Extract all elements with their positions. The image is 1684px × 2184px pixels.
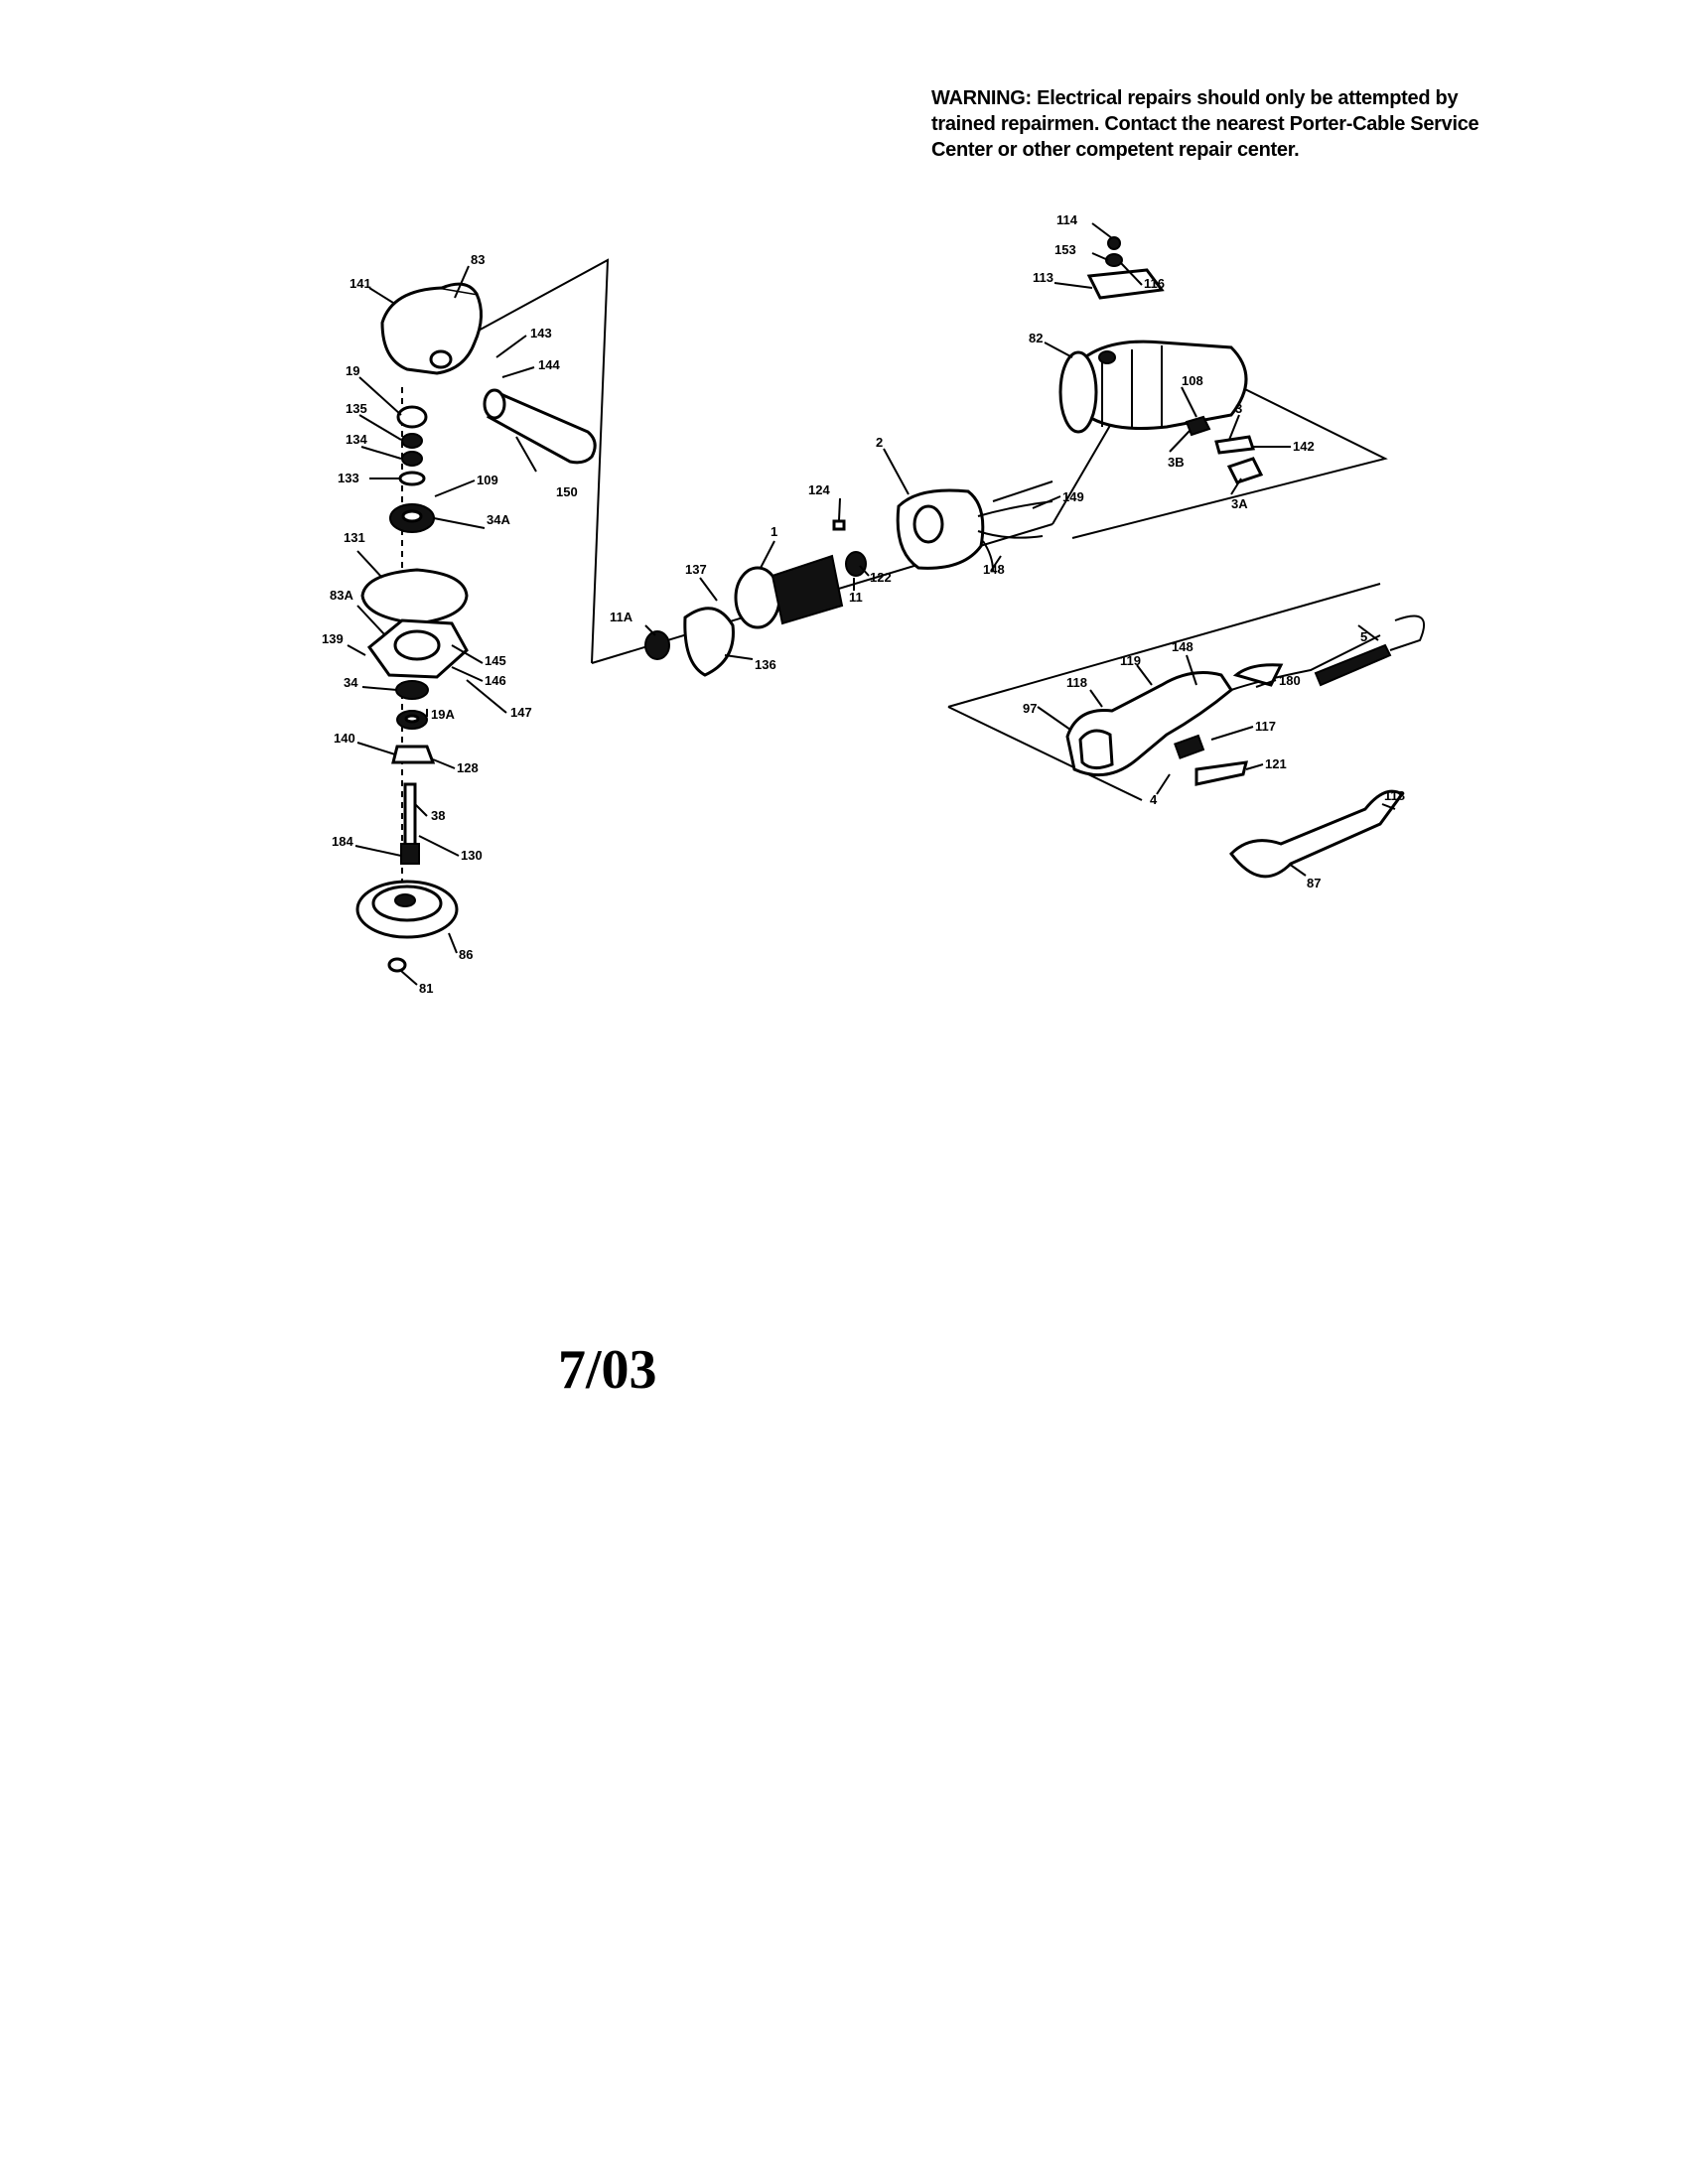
label-130: 130 [461,848,483,863]
label-180: 180 [1279,673,1301,688]
warning-text: WARNING: Electrical repairs should only … [931,87,1479,161]
label-19A: 19A [431,707,455,722]
brush-holder [1086,236,1264,484]
label-119: 119 [1120,653,1141,668]
label-133: 133 [338,471,359,485]
label-136: 136 [755,657,776,672]
label-82: 82 [1029,331,1043,345]
label-87: 87 [1307,876,1321,890]
label-11A: 11A [610,610,633,624]
label-11: 11 [849,590,863,605]
label-108: 108 [1182,373,1203,388]
label-83A: 83A [330,588,353,603]
label-118-screw: 118 [1384,788,1405,803]
label-153: 153 [1054,242,1076,257]
label-150: 150 [556,484,578,499]
label-86: 86 [459,947,473,962]
label-34A: 34A [487,512,510,527]
label-184: 184 [332,834,353,849]
gear-housing [380,282,483,375]
leader-lines [347,222,1396,986]
spindle-stack [355,405,469,973]
label-3: 3 [1235,401,1242,416]
label-134: 134 [346,432,367,447]
label-1: 1 [771,524,777,539]
label-117: 117 [1255,719,1276,734]
label-142: 142 [1293,439,1315,454]
label-19: 19 [346,363,359,378]
label-145: 145 [485,653,506,668]
motor-housing [1058,340,1248,434]
label-128: 128 [457,760,479,775]
label-109: 109 [477,473,498,487]
label-122: 122 [870,570,892,585]
label-146: 146 [485,673,506,688]
label-124: 124 [808,482,830,497]
label-148: 148 [983,562,1005,577]
label-140: 140 [334,731,355,746]
label-3A: 3A [1231,496,1248,511]
label-113: 113 [1033,270,1053,285]
label-83: 83 [471,252,485,267]
label-137: 137 [685,562,707,577]
label-141: 141 [350,276,371,291]
label-5: 5 [1360,629,1367,644]
label-131: 131 [344,530,365,545]
label-34: 34 [344,675,358,690]
label-149: 149 [1062,489,1084,504]
label-118: 118 [1066,675,1087,690]
label-2: 2 [876,435,883,450]
handle-assembly [1065,614,1425,879]
label-121: 121 [1265,756,1287,771]
revision-date: 7/03 [558,1339,657,1401]
label-135: 135 [346,401,367,416]
label-81: 81 [419,981,433,996]
label-144: 144 [538,357,560,372]
label-114: 114 [1056,212,1078,227]
label-3B: 3B [1168,455,1185,470]
label-143: 143 [530,326,552,341]
label-148-handle: 148 [1172,639,1193,654]
field-assembly [896,488,1053,572]
label-97: 97 [1023,701,1037,716]
armature-assembly [644,519,867,677]
label-4: 4 [1150,792,1158,807]
label-116: 116 [1144,276,1165,291]
label-38: 38 [431,808,445,823]
label-147: 147 [510,705,532,720]
part-labels: 83 141 143 144 19 135 134 133 109 34A 15… [322,212,1405,996]
side-handle [483,388,597,465]
label-139: 139 [322,631,344,646]
